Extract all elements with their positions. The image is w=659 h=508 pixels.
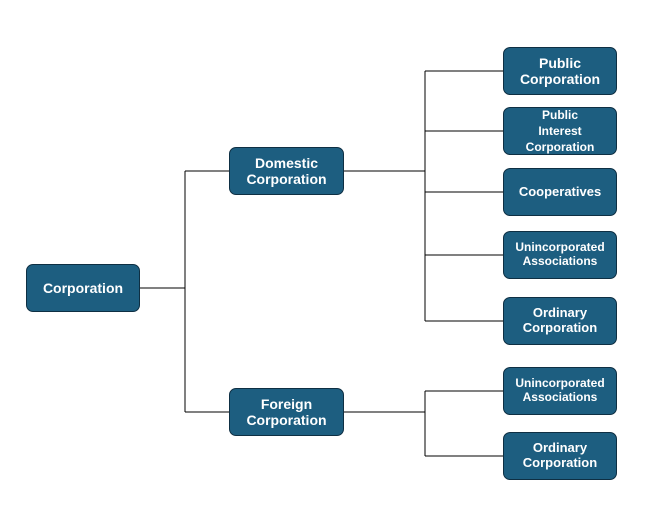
node-public-corporation[interactable]: Public Corporation [503, 47, 617, 95]
node-public-interest-corporation[interactable]: Public Interest Corporation [503, 107, 617, 155]
node-unincorporated-associations-domestic-label: Unincorporated Associations [515, 240, 605, 268]
node-public-interest-corporation-label: Public Interest Corporation [525, 107, 595, 155]
node-cooperatives-label: Cooperatives [518, 183, 602, 199]
node-domestic-corporation-label: Domestic Corporation [246, 154, 327, 187]
node-foreign-corporation[interactable]: Foreign Corporation [229, 388, 344, 436]
node-public-corporation-label: Public Corporation [519, 54, 601, 87]
node-corporation[interactable]: Corporation [26, 264, 140, 312]
node-ordinary-corporation-domestic-label: Ordinary Corporation [522, 305, 598, 335]
node-corporation-label: Corporation [42, 279, 124, 296]
node-foreign-corporation-label: Foreign Corporation [246, 395, 327, 428]
node-ordinary-corporation-foreign[interactable]: Ordinary Corporation [503, 432, 617, 480]
node-cooperatives[interactable]: Cooperatives [503, 168, 617, 216]
node-ordinary-corporation-foreign-label: Ordinary Corporation [522, 440, 598, 470]
node-ordinary-corporation-domestic[interactable]: Ordinary Corporation [503, 297, 617, 345]
node-unincorporated-associations-foreign-label: Unincorporated Associations [515, 376, 605, 404]
node-unincorporated-associations-domestic[interactable]: Unincorporated Associations [503, 231, 617, 279]
node-unincorporated-associations-foreign[interactable]: Unincorporated Associations [503, 367, 617, 415]
node-domestic-corporation[interactable]: Domestic Corporation [229, 147, 344, 195]
